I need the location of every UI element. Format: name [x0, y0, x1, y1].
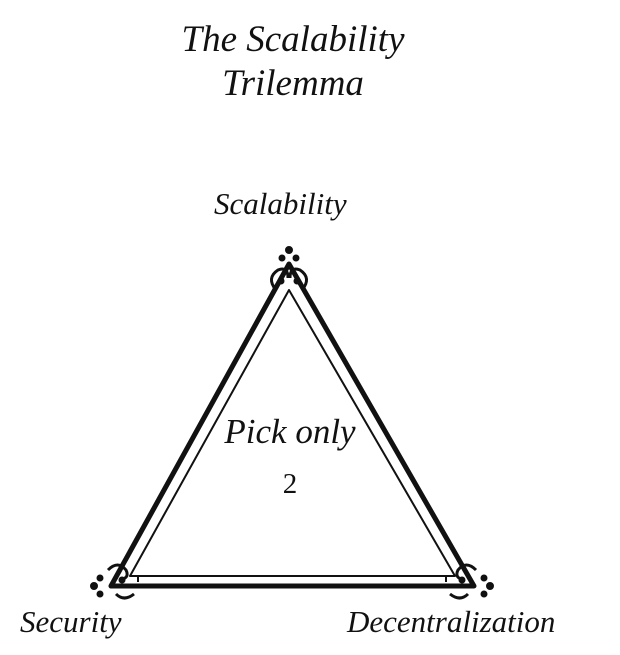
- title-line-1: The Scalability: [181, 19, 405, 60]
- vertex-label-decentralization: Decentralization: [347, 604, 556, 639]
- vertex-label-security: Security: [20, 604, 122, 639]
- bottom-left-corner-ornament: [90, 563, 139, 600]
- center-caption: Pick only 2: [190, 410, 390, 504]
- center-caption-line-1: Pick only: [224, 412, 356, 451]
- triangle-outer-border: [108, 261, 477, 589]
- center-caption-number: 2: [282, 468, 298, 500]
- diagram-title: The Scalability Trilemma: [0, 18, 586, 106]
- vertex-label-scalability: Scalability: [214, 186, 347, 221]
- top-corner-ornament: [270, 246, 308, 291]
- triangle-inner-border: [129, 289, 456, 577]
- bottom-right-corner-ornament: [445, 563, 494, 600]
- title-line-2: Trilemma: [222, 63, 364, 104]
